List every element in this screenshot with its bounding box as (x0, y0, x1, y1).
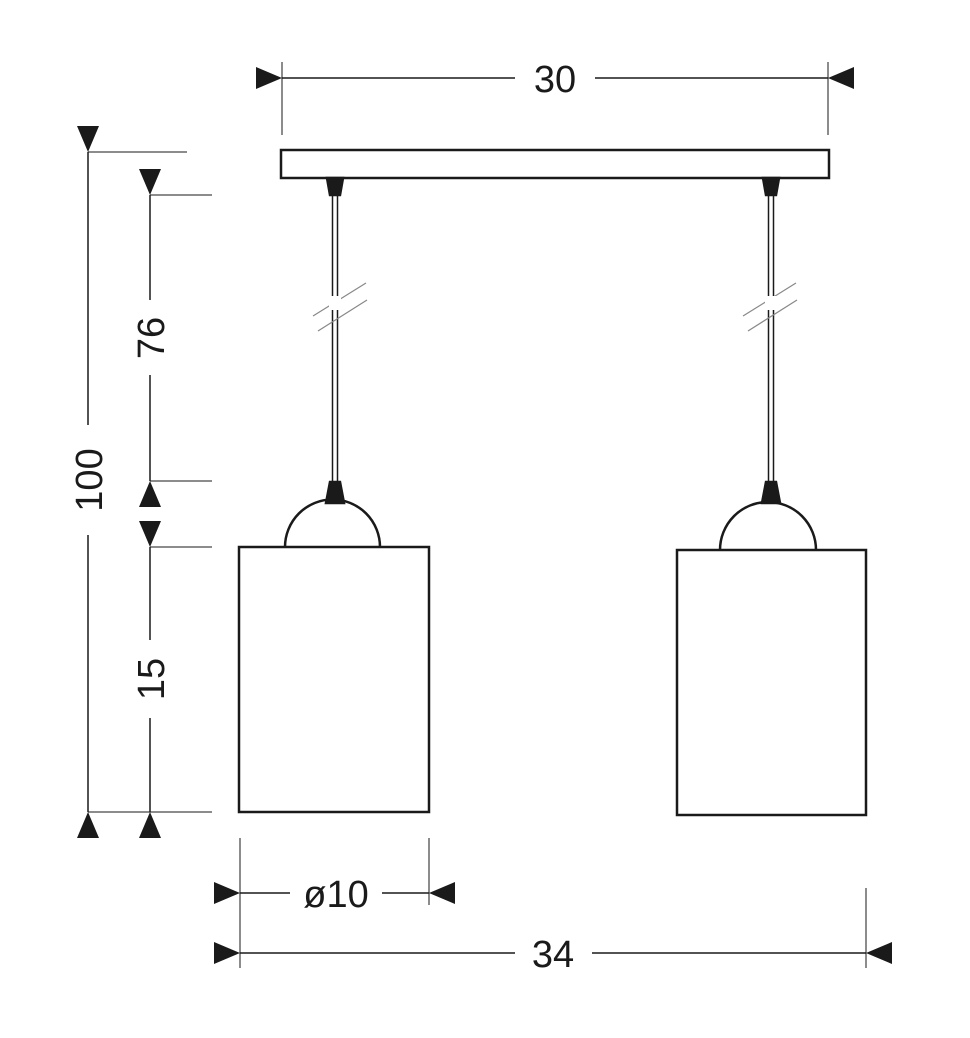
shade-height-label: 15 (131, 658, 173, 700)
canopy-width-label: 30 (534, 59, 576, 101)
dome (283, 498, 382, 548)
total-width-label: 34 (532, 934, 574, 976)
top-connector (761, 176, 781, 197)
bottom-connector (760, 480, 782, 505)
shade-diameter-label: ø10 (303, 874, 368, 916)
right-break-mark (742, 282, 798, 332)
total-height-label: 100 (69, 448, 111, 511)
canopy (279, 148, 831, 180)
extension-lines (88, 62, 867, 968)
shade (237, 545, 431, 814)
top-connector (325, 176, 345, 197)
dome (718, 500, 818, 551)
bottom-connector (324, 480, 346, 505)
right-pendant (675, 176, 868, 817)
left-pendant (237, 176, 431, 814)
cord-length-label: 76 (131, 317, 173, 359)
left-break-mark (312, 282, 368, 332)
shade (675, 548, 868, 817)
